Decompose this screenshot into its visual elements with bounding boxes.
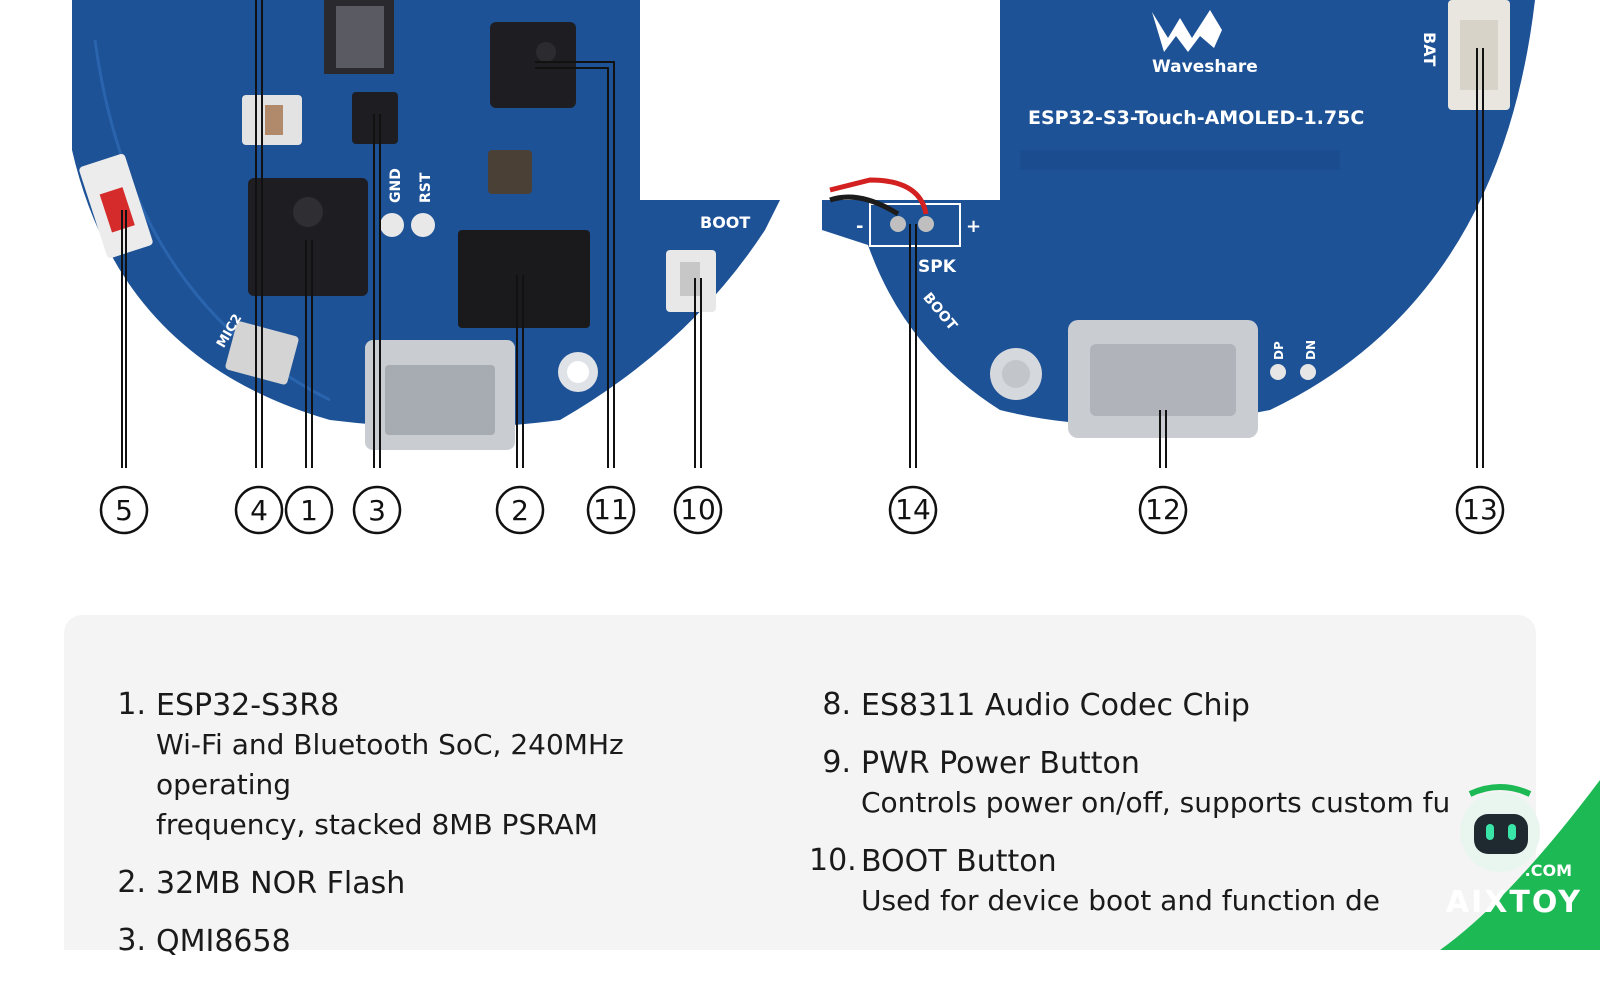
callout-markers: 5 4 1 3 2 11 10 14 12 13	[99, 485, 1505, 535]
callout-12: 12	[1138, 485, 1188, 535]
spec-title: ESP32-S3R8	[156, 688, 340, 723]
callout-2: 2	[495, 485, 545, 535]
inductor	[488, 150, 532, 194]
silk-dp: DP	[1272, 341, 1286, 360]
spec-title: QMI8658	[156, 924, 291, 959]
spec-item: 8. ES8311 Audio Codec Chip	[809, 687, 1529, 725]
svg-text:14: 14	[895, 493, 931, 526]
spec-item: 2. 32MB NOR Flash	[104, 865, 764, 903]
svg-text:11: 11	[593, 493, 629, 526]
silk-boot-left: BOOT	[700, 213, 750, 232]
spec-description: Wi-Fi and Bluetooth SoC, 240MHz operatin…	[156, 728, 624, 841]
svg-text:13: 13	[1462, 493, 1498, 526]
silk-rst: RST	[418, 172, 434, 203]
left-board: GND RST MIC2 BOOT	[72, 0, 780, 450]
spec-number: 10.	[809, 843, 857, 878]
callout-14: 14	[888, 485, 938, 535]
svg-text:1: 1	[300, 494, 318, 527]
callout-3: 3	[352, 485, 402, 535]
spec-item: 3. QMI8658	[104, 923, 764, 961]
svg-text:2: 2	[511, 494, 529, 527]
spec-item: 9. PWR Power Button Controls power on/of…	[809, 745, 1529, 823]
spec-list-left: 1. ESP32-S3R8 Wi-Fi and Bluetooth SoC, 2…	[104, 687, 764, 981]
right-board: Waveshare ESP32-S3-Touch-AMOLED-1.75C BA…	[822, 0, 1535, 438]
spec-description: Controls power on/off, supports custom f…	[861, 786, 1451, 819]
aixtoy-watermark: .COM AIXTOY	[1400, 750, 1600, 950]
silk-plus: +	[966, 216, 981, 237]
callout-10: 10	[673, 485, 723, 535]
silk-gnd: GND	[388, 168, 404, 203]
watermark-suffix: .COM	[1524, 861, 1572, 880]
spec-number: 9.	[822, 745, 851, 780]
callout-5: 5	[99, 485, 149, 535]
silk-dn: DN	[1304, 340, 1318, 360]
callout-11: 11	[586, 485, 636, 535]
svg-text:4: 4	[250, 494, 268, 527]
callout-1: 1	[284, 485, 334, 535]
svg-text:3: 3	[368, 494, 386, 527]
svg-text:12: 12	[1145, 493, 1181, 526]
spec-item: 10. BOOT Button Used for device boot and…	[809, 843, 1529, 921]
callout-4: 4	[234, 485, 284, 535]
spec-title: ES8311 Audio Codec Chip	[861, 688, 1250, 723]
spec-number: 1.	[117, 687, 146, 722]
model-text: ESP32-S3-Touch-AMOLED-1.75C	[1028, 107, 1364, 129]
silk-bat: BAT	[1420, 32, 1439, 66]
watermark-text: AIXTOY	[1445, 885, 1582, 920]
robot-mascot-icon	[1460, 784, 1540, 872]
spec-panel: 1. ESP32-S3R8 Wi-Fi and Bluetooth SoC, 2…	[64, 615, 1536, 959]
spec-title: BOOT Button	[861, 844, 1057, 879]
callout-13: 13	[1455, 485, 1505, 535]
spec-title: PWR Power Button	[861, 746, 1140, 781]
spec-title: 32MB NOR Flash	[156, 866, 406, 901]
svg-text:5: 5	[115, 494, 133, 527]
spec-number: 3.	[117, 923, 146, 958]
spec-list-right: 8. ES8311 Audio Codec Chip 9. PWR Power …	[809, 687, 1529, 941]
silk-minus: -	[856, 216, 863, 237]
silk-spk: SPK	[918, 257, 957, 277]
esp32-chip	[248, 178, 368, 296]
spec-description: Used for device boot and function de	[861, 884, 1381, 917]
watermark-badge	[1440, 780, 1600, 950]
waveshare-logo	[1152, 10, 1222, 52]
spec-number: 2.	[117, 865, 146, 900]
audio-chip	[490, 22, 576, 108]
callout-lines	[121, 0, 1484, 468]
svg-text:10: 10	[680, 493, 716, 526]
board-photo: GND RST MIC2 BOOT Waveshare ESP32-S3-Tou…	[72, 0, 1535, 535]
spec-item: 1. ESP32-S3R8 Wi-Fi and Bluetooth SoC, 2…	[104, 687, 764, 845]
brand-text: Waveshare	[1152, 57, 1258, 77]
spec-number: 8.	[822, 687, 851, 722]
